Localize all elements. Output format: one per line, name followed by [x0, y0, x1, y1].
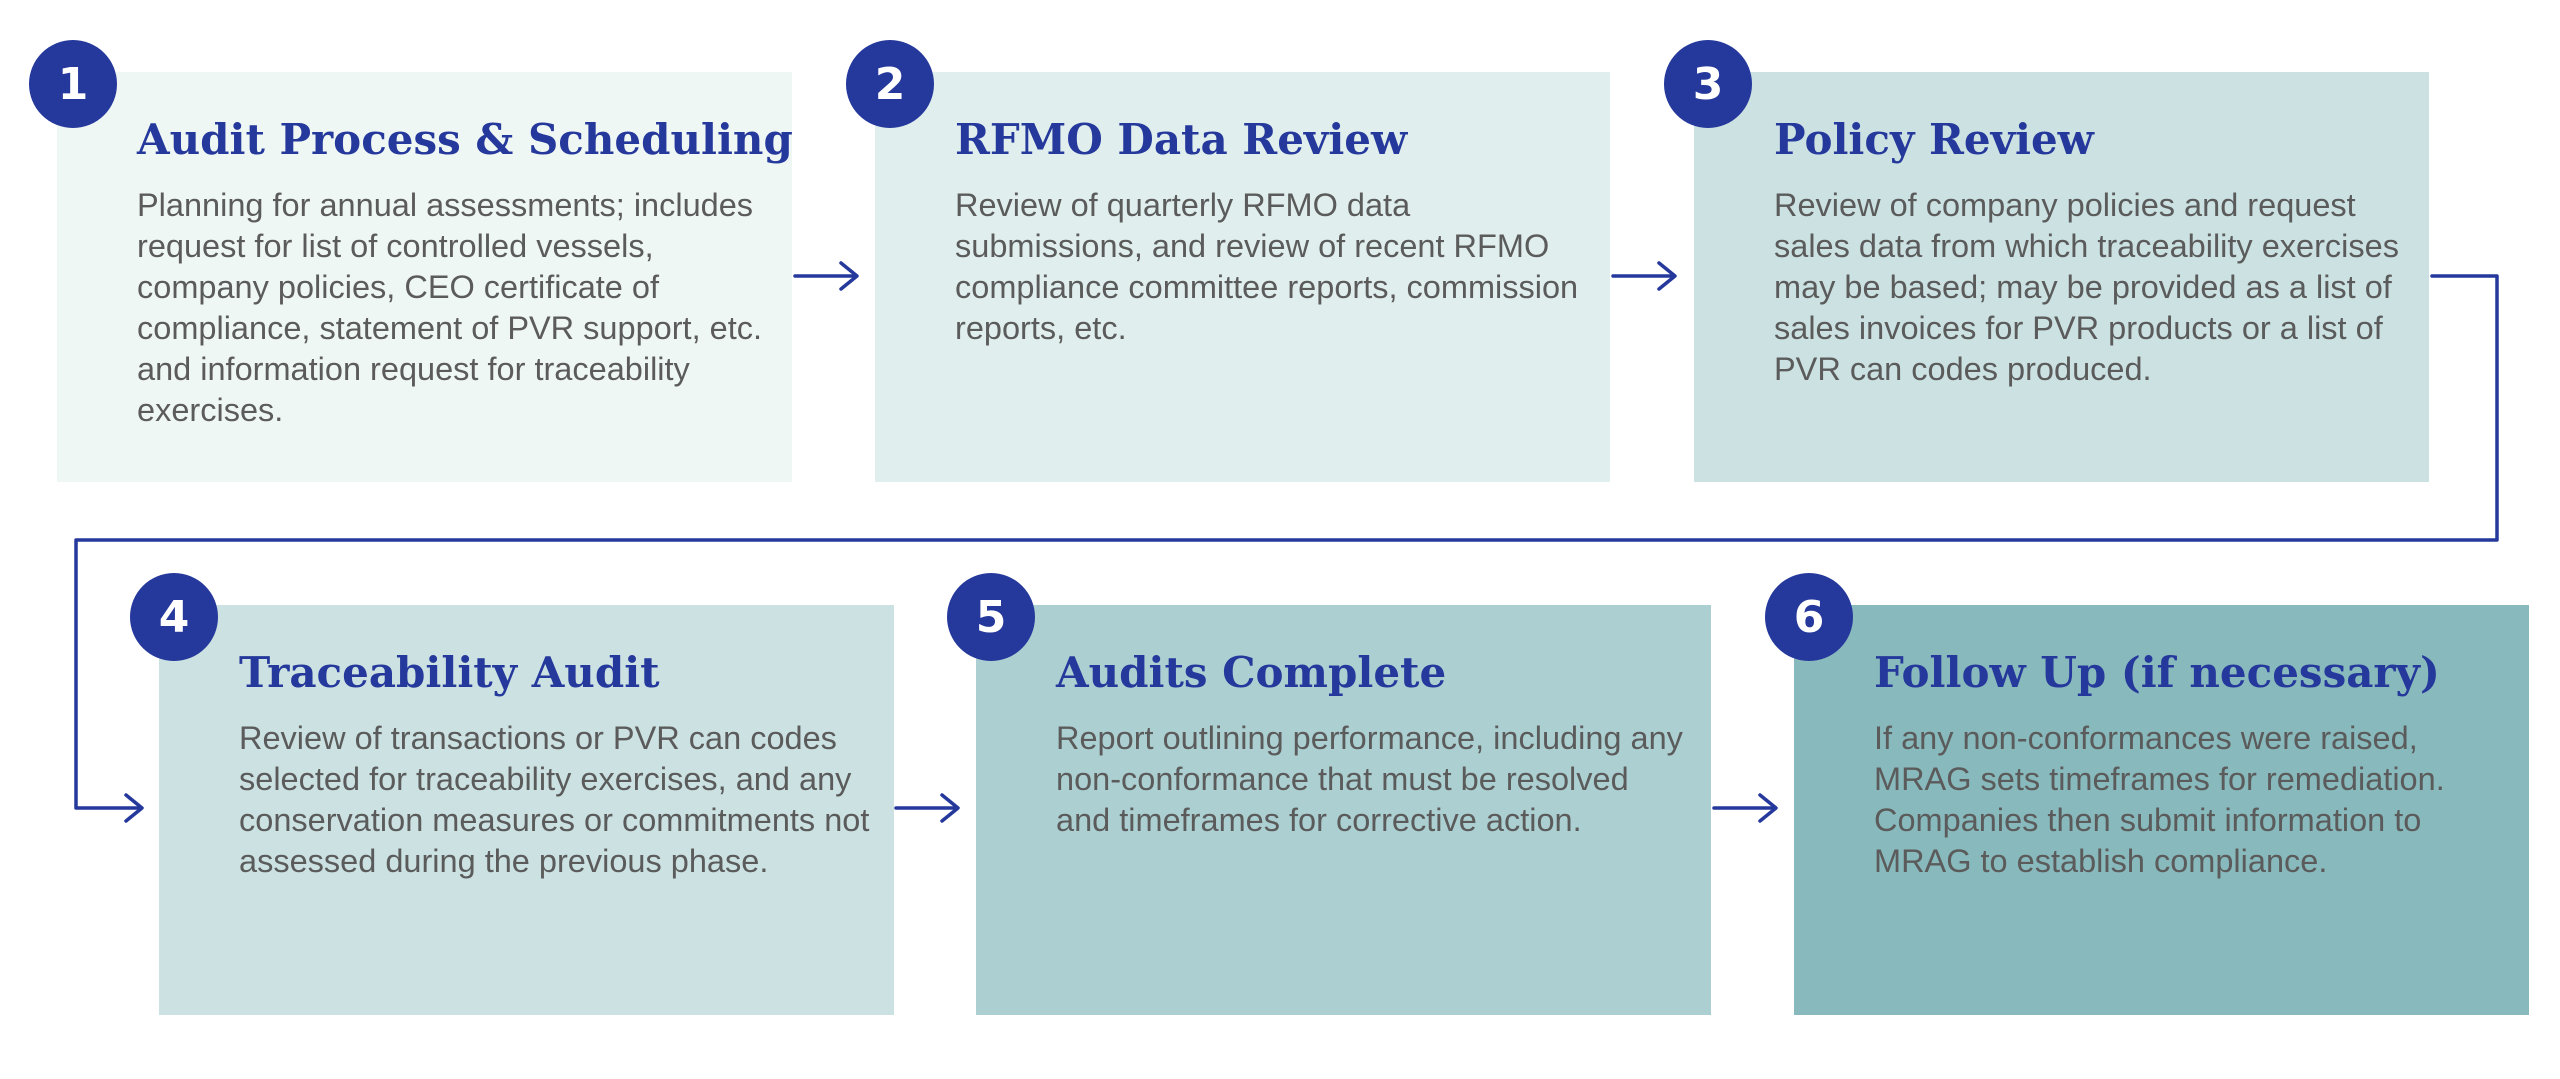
step-2-title: RFMO Data Review [955, 115, 1408, 164]
step-5-description: Report outlining performance, including … [1056, 720, 1683, 838]
step-1-title: Audit Process & Scheduling [137, 115, 793, 164]
step-3-number-badge: 3 [1664, 40, 1752, 128]
step-1-box: Audit Process & Scheduling Planning for … [57, 72, 793, 482]
arrow-head-icon [839, 261, 859, 291]
step-3-title: Policy Review [1774, 115, 2094, 164]
step-6-box: Follow Up (if necessary) If any non-conf… [1794, 605, 2529, 1015]
step-6-title: Follow Up (if necessary) [1874, 648, 2440, 697]
step-1-number-badge: 1 [29, 40, 117, 128]
step-3-box: Policy Review Review of company policies… [1694, 72, 2429, 482]
step-2-description: Review of quarterly RFMO data submission… [955, 187, 1579, 346]
arrow-step-2-to-3 [1611, 261, 1677, 291]
step-4-title: Traceability Audit [239, 648, 660, 697]
step-5-number-badge: 5 [947, 573, 1035, 661]
step-4-number-badge: 4 [130, 573, 218, 661]
arrow-step-3-to-4 [74, 274, 2499, 823]
arrow-head-icon [124, 793, 144, 823]
step-5-box: Audits Complete Report outlining perform… [976, 605, 1711, 1015]
arrow-head-icon [1657, 261, 1677, 291]
step-1-description: Planning for annual assessments; include… [137, 187, 763, 428]
connector-line [74, 274, 2499, 810]
arrow-step-5-to-6 [1712, 793, 1778, 823]
step-2-box: RFMO Data Review Review of quarterly RFM… [875, 72, 1610, 482]
step-2-number-badge: 2 [846, 40, 934, 128]
step-4-description: Review of transactions or PVR can codes … [239, 720, 870, 879]
step-3-description: Review of company policies and request s… [1774, 187, 2399, 387]
step-6-description: If any non-conformances were raised, MRA… [1874, 720, 2445, 879]
arrow-head-icon [940, 793, 960, 823]
step-5-title: Audits Complete [1056, 648, 1447, 697]
arrow-head-icon [1758, 793, 1778, 823]
arrow-step-4-to-5 [894, 793, 960, 823]
step-4-box: Traceability Audit Review of transaction… [159, 605, 894, 1015]
step-6-number-badge: 6 [1765, 573, 1853, 661]
arrow-step-1-to-2 [793, 261, 859, 291]
